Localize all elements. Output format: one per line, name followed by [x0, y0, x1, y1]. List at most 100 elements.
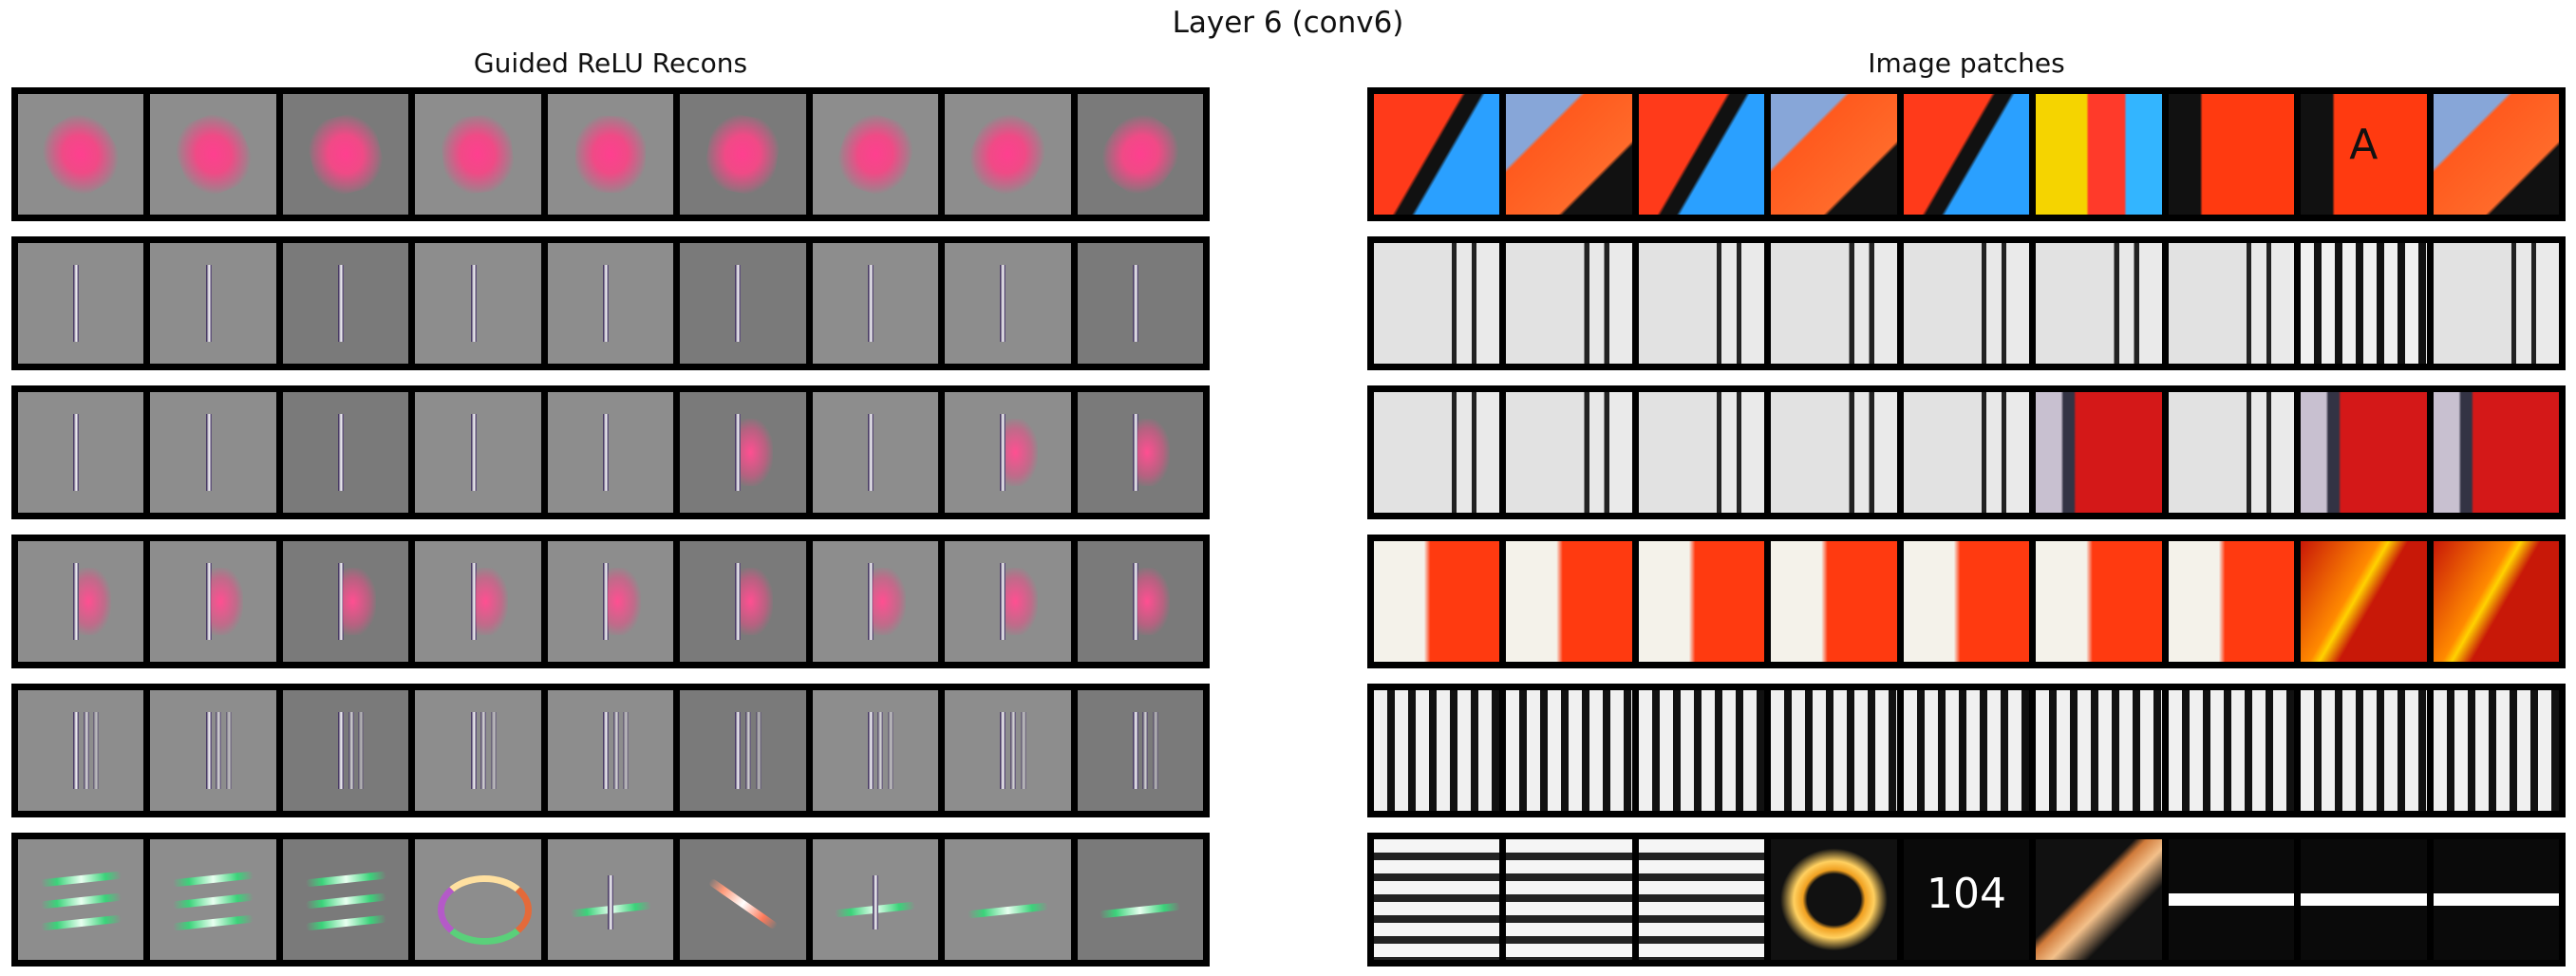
- recon-tile: [945, 243, 1071, 364]
- recon-tile: [812, 243, 939, 364]
- recon-tile: [282, 839, 409, 960]
- recon-tile: [282, 243, 409, 364]
- image-patch: [1374, 541, 1500, 662]
- recon-tile: [282, 690, 409, 811]
- recon-tile: [18, 690, 144, 811]
- recon-tile: [812, 839, 939, 960]
- image-patch: [2433, 392, 2559, 513]
- image-patch: [1638, 94, 1765, 215]
- recon-row: [11, 236, 1210, 370]
- image-patch: [1374, 690, 1500, 811]
- image-patch: [2168, 541, 2295, 662]
- recon-tile: [547, 243, 674, 364]
- recon-tile: [415, 392, 541, 513]
- recon-tile: [547, 541, 674, 662]
- image-patch: [2433, 243, 2559, 364]
- recon-tile: [18, 94, 144, 215]
- recon-tile: [415, 94, 541, 215]
- recon-row: [11, 833, 1210, 967]
- image-patch: [1506, 94, 1632, 215]
- image-patch: [1771, 839, 1897, 960]
- recon-tile: [945, 392, 1071, 513]
- patch-text: 104: [1926, 870, 2006, 918]
- image-patch: A: [2301, 94, 2427, 215]
- recon-tile: [812, 541, 939, 662]
- image-patch: [1903, 541, 2030, 662]
- image-patch: [2433, 541, 2559, 662]
- recon-tile: [150, 541, 276, 662]
- patch-row: 104: [1367, 833, 2566, 967]
- patch-row: A: [1367, 87, 2566, 221]
- recon-tile: [1077, 690, 1203, 811]
- image-patch: [2168, 392, 2295, 513]
- image-patch: [1374, 243, 1500, 364]
- image-patch: [2036, 243, 2162, 364]
- recon-tile: [547, 839, 674, 960]
- image-patch: [1638, 839, 1765, 960]
- recon-row: [11, 385, 1210, 519]
- recon-tile: [282, 541, 409, 662]
- image-patch: [2301, 392, 2427, 513]
- image-patch: [2301, 541, 2427, 662]
- recon-row: [11, 87, 1210, 221]
- recon-tile: [415, 690, 541, 811]
- image-patch: [2301, 243, 2427, 364]
- image-patch: [2168, 94, 2295, 215]
- left-panel-title: Guided ReLU Recons: [473, 47, 748, 79]
- recon-tile: [150, 392, 276, 513]
- image-patch: [1506, 541, 1632, 662]
- recon-tile: [547, 690, 674, 811]
- image-patch: [2168, 690, 2295, 811]
- image-patch: [2433, 94, 2559, 215]
- image-patch: [2036, 94, 2162, 215]
- recon-tile: [1077, 392, 1203, 513]
- image-patch: [2168, 839, 2295, 960]
- recon-tile: [680, 839, 806, 960]
- recon-row: [11, 684, 1210, 817]
- image-patch: [2036, 392, 2162, 513]
- recon-tile: [945, 690, 1071, 811]
- recon-tile: [150, 243, 276, 364]
- image-patch: [1903, 243, 2030, 364]
- recon-tile: [415, 243, 541, 364]
- image-patch: [1506, 243, 1632, 364]
- recon-tile: [415, 541, 541, 662]
- recon-tile: [812, 690, 939, 811]
- image-patch: [1506, 392, 1632, 513]
- image-patch-grid: A 104: [1367, 87, 2566, 967]
- reconstruction-grid: [11, 87, 1210, 967]
- image-patch: [2036, 839, 2162, 960]
- patch-row: [1367, 236, 2566, 370]
- recon-tile: [812, 94, 939, 215]
- recon-tile: [945, 839, 1071, 960]
- recon-tile: [150, 690, 276, 811]
- image-patch: [1374, 94, 1500, 215]
- recon-tile: [945, 541, 1071, 662]
- right-panel-title: Image patches: [1868, 47, 2065, 79]
- image-patch: [1638, 243, 1765, 364]
- image-patch: [1506, 690, 1632, 811]
- image-patch: [1638, 690, 1765, 811]
- recon-tile: [415, 839, 541, 960]
- recon-tile: [1077, 243, 1203, 364]
- recon-tile: [150, 839, 276, 960]
- figure-title: Layer 6 (conv6): [1172, 6, 1404, 40]
- image-patch: 104: [1903, 839, 2030, 960]
- recon-tile: [945, 94, 1071, 215]
- image-patch: [1903, 94, 2030, 215]
- recon-tile: [1077, 94, 1203, 215]
- image-patch: [1638, 392, 1765, 513]
- recon-tile: [282, 392, 409, 513]
- image-patch: [2433, 690, 2559, 811]
- recon-row: [11, 535, 1210, 668]
- patch-row: [1367, 535, 2566, 668]
- image-patch: [1771, 541, 1897, 662]
- recon-tile: [18, 541, 144, 662]
- recon-tile: [18, 243, 144, 364]
- image-patch: [2433, 839, 2559, 960]
- image-patch: [1506, 839, 1632, 960]
- recon-tile: [18, 392, 144, 513]
- image-patch: [2036, 541, 2162, 662]
- recon-tile: [282, 94, 409, 215]
- recon-tile: [680, 690, 806, 811]
